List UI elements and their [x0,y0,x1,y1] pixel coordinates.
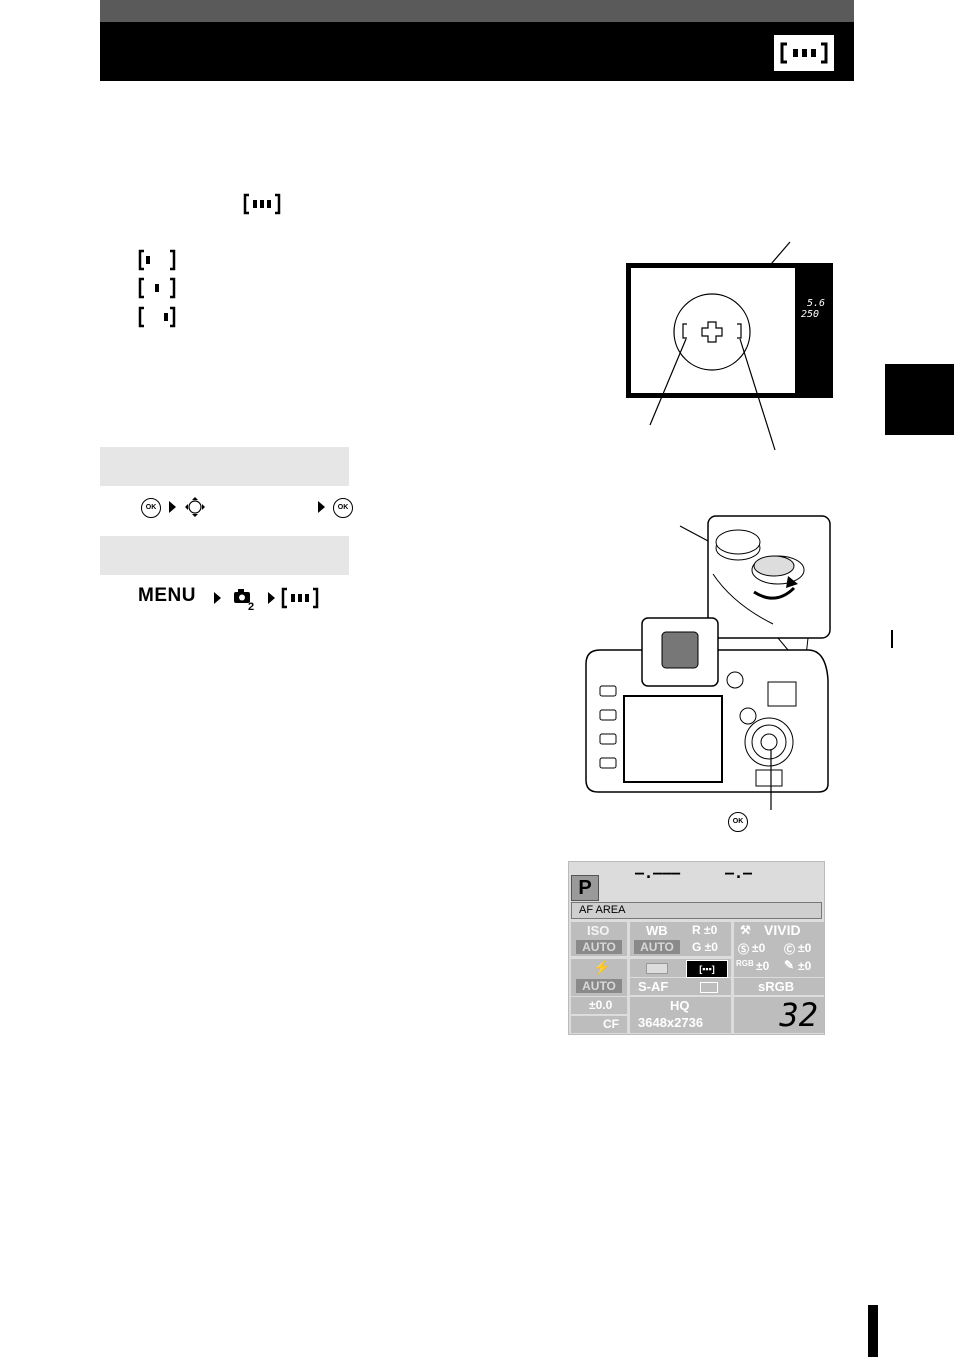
arrow-right-icon [318,501,325,513]
page-header-bar [100,22,854,81]
mode-badge: P [571,875,599,901]
color-space-cell: sRGB [734,978,824,995]
arrow-right-icon [169,501,176,513]
remaining-shots: 32 [779,996,818,1034]
flash-value: AUTO [576,979,622,993]
af-mode-cell: S-AF [630,978,731,995]
arrow-right-icon [268,592,275,604]
card-cell: CF [571,1016,627,1033]
page-edge-bar [868,1305,878,1357]
camera-back-illustration [578,514,834,815]
af-frame-all-icon: [▪▪▪] [686,960,728,978]
sharpness-icon: ✎ [784,958,795,972]
picture-mode-cell: ⚒ VIVID Ⓢ ±0 Ⓒ ±0 RGB ±0 ✎ ±0 [734,922,824,977]
af-frame-left-icon [137,249,177,276]
procedure-box-direct [100,447,349,486]
af-frame-right-icon [137,306,177,333]
contrast-icon: Ⓒ [784,944,795,956]
record-mode-cell: HQ 3648x2736 [630,997,731,1033]
arrow-pad-icon [184,496,206,523]
af-frame-center-icon [137,277,177,304]
shutter-readout: –.––– [635,864,681,882]
saturation-icon: Ⓢ [738,944,749,956]
margin-mark [891,630,893,648]
flash-icon: ⚡ [593,959,611,975]
metering-cell: [▪▪▪] [630,959,731,978]
flash-cell: ⚡ AUTO [571,959,627,996]
picture-mode-icon: ⚒ [740,923,751,937]
header-top-strip [100,0,854,22]
viewfinder-readout: 5.6 250 [801,298,825,320]
drive-mode-icon [700,982,718,993]
exposure-comp-cell: ±0.0 [571,997,627,1014]
af-area-label: AF AREA [571,902,822,919]
menu-label: MENU [138,585,196,606]
viewfinder-illustration [620,240,840,460]
aperture-readout: –.– [725,864,753,882]
aperture-readout: 5.6 [806,298,825,309]
shooting-menu-2-icon: 2 [233,587,259,616]
wb-value: AUTO [634,940,680,954]
chapter-tab [885,364,954,435]
ok-button-icon: OK [333,498,353,518]
metering-icon [646,963,668,974]
remaining-shots-cell: 32 [734,997,824,1033]
white-balance-cell: WB AUTO R ±0 G ±0 [630,922,731,956]
ok-button-icon: OK [728,812,748,832]
shutter-readout: 250 [801,309,820,320]
svg-text:2: 2 [248,601,254,611]
gradation-icon: RGB [736,959,754,968]
ok-button-icon: OK [141,498,161,518]
iso-value: AUTO [576,940,622,954]
af-frame-all-icon [243,193,281,220]
af-frame-all-icon [774,35,834,71]
arrow-right-icon [214,592,221,604]
af-frame-all-icon [281,587,319,614]
procedure-box-menu [100,536,349,575]
iso-cell: ISO AUTO [571,922,627,956]
control-panel-screen: P –.––– –.– AF AREA ISO AUTO ⚡ AUTO ±0.0… [568,861,825,1035]
